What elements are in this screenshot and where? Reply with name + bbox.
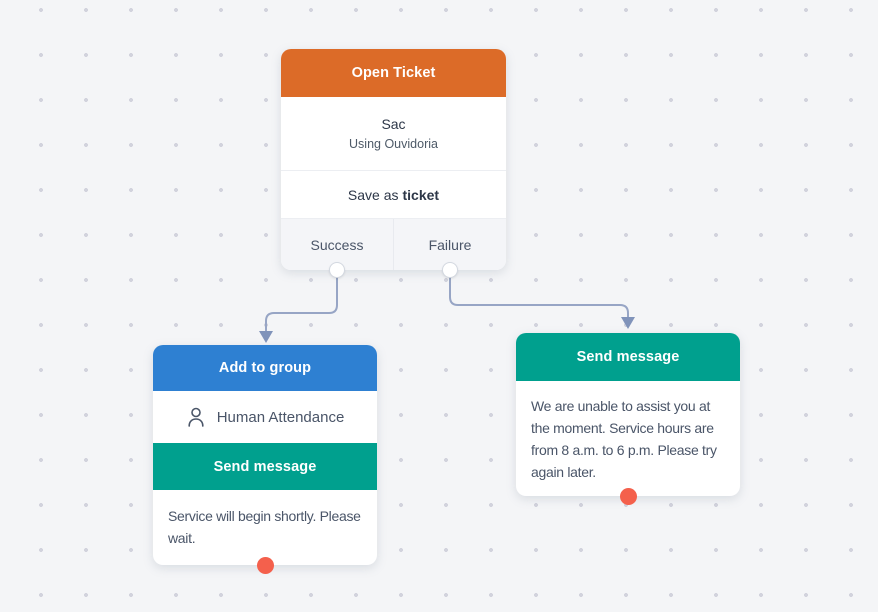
- output-success-label: Success: [310, 236, 364, 253]
- arrowhead-icon: [621, 317, 635, 329]
- message-text: We are unable to assist you at the momen…: [531, 398, 717, 480]
- send-message-header[interactable]: Send message: [516, 333, 740, 381]
- output-success[interactable]: Success: [281, 219, 393, 270]
- send-message-header-label: Send message: [576, 349, 680, 365]
- send-message-subheader-label: Send message: [213, 458, 317, 475]
- ticket-subject: Sac: [381, 116, 406, 132]
- ticket-channel: Using Ouvidoria: [349, 137, 438, 151]
- add-to-group-header-label: Add to group: [218, 360, 312, 376]
- connection-dot[interactable]: [619, 487, 637, 505]
- send-message-subheader[interactable]: Send message: [153, 443, 377, 490]
- message-text: Service will begin shortly. Please wait.: [168, 508, 361, 546]
- arrowhead-icon: [259, 331, 273, 343]
- save-as-label: Save as: [347, 186, 399, 203]
- connection-dot[interactable]: [256, 556, 274, 574]
- group-name: Human Attendance: [216, 408, 345, 426]
- node-add-to-group[interactable]: Add to group Human Attendance Send messa…: [153, 345, 377, 574]
- add-to-group-header[interactable]: Add to group: [153, 345, 377, 391]
- edge-success-to-add-group[interactable]: [259, 276, 338, 343]
- output-failure[interactable]: Failure: [393, 219, 506, 270]
- edge-failure-to-send-message[interactable]: [449, 276, 635, 329]
- open-ticket-outputs: Success Failure: [281, 219, 506, 270]
- node-send-message[interactable]: Send message We are unable to assist you…: [516, 333, 740, 505]
- node-open-ticket[interactable]: Open Ticket Sac Using Ouvidoria Save as …: [281, 49, 506, 278]
- open-ticket-header-label: Open Ticket: [351, 65, 436, 81]
- success-port[interactable]: [329, 262, 346, 278]
- person-icon: [188, 407, 204, 427]
- group-row[interactable]: Human Attendance: [153, 391, 377, 443]
- save-as-ticket-row[interactable]: Save as ticket: [281, 171, 506, 219]
- open-ticket-action[interactable]: Sac Using Ouvidoria: [281, 97, 506, 171]
- output-failure-label: Failure: [428, 236, 472, 253]
- failure-port[interactable]: [441, 262, 458, 278]
- save-as-keyword: ticket: [402, 186, 440, 203]
- open-ticket-header[interactable]: Open Ticket: [281, 49, 506, 97]
